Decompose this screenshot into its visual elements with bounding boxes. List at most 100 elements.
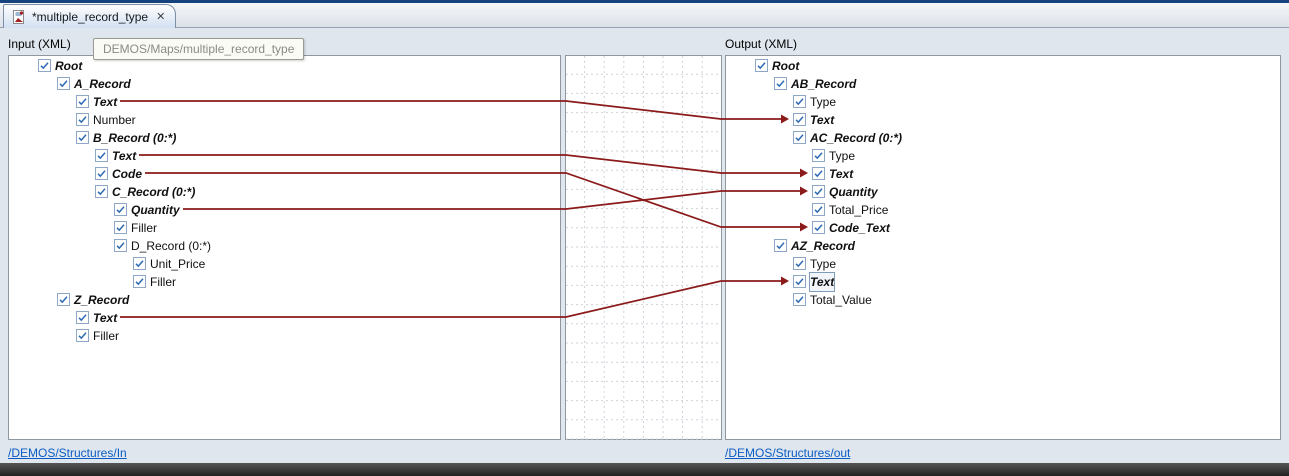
xml-node-icon xyxy=(114,203,127,216)
xml-node-icon xyxy=(38,59,51,72)
output-row-text[interactable]: Text xyxy=(726,111,1280,129)
output-panel-label: Output (XML) xyxy=(725,37,798,51)
output-node-label[interactable]: Text xyxy=(829,167,854,181)
output-node-label[interactable]: Type xyxy=(829,149,856,163)
xml-node-icon xyxy=(76,113,89,126)
status-bar xyxy=(0,463,1289,476)
xml-node-icon xyxy=(133,257,146,270)
output-row-root[interactable]: Root xyxy=(726,57,1280,75)
tab-title: *multiple_record_type xyxy=(32,9,149,24)
xml-node-icon xyxy=(76,131,89,144)
output-row-ac-record-0-[interactable]: AC_Record (0:*) xyxy=(726,129,1280,147)
input-node-label[interactable]: Text xyxy=(112,149,137,163)
map-path-tooltip: DEMOS/Maps/multiple_record_type xyxy=(93,38,305,60)
input-node-label[interactable]: Quantity xyxy=(131,203,180,217)
input-row-filler[interactable]: Filler xyxy=(9,219,560,237)
input-panel-label: Input (XML) xyxy=(8,37,71,51)
input-node-label[interactable]: Code xyxy=(112,167,142,181)
output-row-type[interactable]: Type xyxy=(726,147,1280,165)
output-node-label[interactable]: Quantity xyxy=(829,185,878,199)
xml-node-icon xyxy=(793,95,806,108)
input-node-label[interactable]: Text xyxy=(93,95,118,109)
xml-node-icon xyxy=(114,221,127,234)
mapping-grid-area xyxy=(565,55,722,440)
xml-node-icon xyxy=(95,185,108,198)
output-row-type[interactable]: Type xyxy=(726,93,1280,111)
output-node-label[interactable]: AZ_Record xyxy=(791,239,856,253)
output-node-label[interactable]: AC_Record (0:*) xyxy=(810,131,903,145)
input-structure-link[interactable]: /DEMOS/Structures/In xyxy=(8,446,127,460)
xml-node-icon xyxy=(812,203,825,216)
output-row-code-text[interactable]: Code_Text xyxy=(726,219,1280,237)
output-row-quantity[interactable]: Quantity xyxy=(726,183,1280,201)
xml-node-icon xyxy=(76,311,89,324)
output-row-total-price[interactable]: Total_Price xyxy=(726,201,1280,219)
input-node-label[interactable]: Number xyxy=(93,113,136,127)
xml-node-icon xyxy=(774,239,787,252)
xml-node-icon xyxy=(812,221,825,234)
xml-node-icon xyxy=(57,77,70,90)
input-row-unit-price[interactable]: Unit_Price xyxy=(9,255,560,273)
input-row-c-record-0-[interactable]: C_Record (0:*) xyxy=(9,183,560,201)
input-node-label[interactable]: A_Record xyxy=(74,77,131,91)
xml-node-icon xyxy=(812,167,825,180)
output-node-label[interactable]: Code_Text xyxy=(829,221,890,235)
output-node-label[interactable]: Text xyxy=(810,113,835,127)
xml-node-icon xyxy=(812,149,825,162)
output-node-label[interactable]: Root xyxy=(772,59,800,73)
input-row-code[interactable]: Code xyxy=(9,165,560,183)
input-row-quantity[interactable]: Quantity xyxy=(9,201,560,219)
input-node-label[interactable]: Filler xyxy=(93,329,119,343)
xml-node-icon xyxy=(76,329,89,342)
xml-node-icon xyxy=(793,293,806,306)
input-node-label[interactable]: Filler xyxy=(131,221,157,235)
input-node-label[interactable]: Filler xyxy=(150,275,176,289)
input-row-filler[interactable]: Filler xyxy=(9,327,560,345)
output-node-label[interactable]: AB_Record xyxy=(791,77,857,91)
input-row-a-record[interactable]: A_Record xyxy=(9,75,560,93)
input-row-text[interactable]: Text xyxy=(9,309,560,327)
output-node-label[interactable]: Total_Value xyxy=(810,293,872,307)
xml-node-icon xyxy=(793,131,806,144)
output-row-text[interactable]: Text xyxy=(726,272,1280,292)
output-row-total-value[interactable]: Total_Value xyxy=(726,291,1280,309)
xml-node-icon xyxy=(133,275,146,288)
output-row-az-record[interactable]: AZ_Record xyxy=(726,237,1280,255)
input-row-root[interactable]: Root xyxy=(9,57,560,75)
input-node-label[interactable]: Unit_Price xyxy=(150,257,206,271)
input-node-label[interactable]: B_Record (0:*) xyxy=(93,131,177,145)
xml-node-icon xyxy=(812,185,825,198)
output-node-label[interactable]: Text xyxy=(808,272,836,292)
output-structure-link[interactable]: /DEMOS/Structures/out xyxy=(725,446,851,460)
xml-node-icon xyxy=(755,59,768,72)
output-node-label[interactable]: Type xyxy=(810,257,837,271)
window-top-border xyxy=(0,0,1289,3)
input-row-d-record-0-[interactable]: D_Record (0:*) xyxy=(9,237,560,255)
output-node-label[interactable]: Total_Price xyxy=(829,203,889,217)
input-row-z-record[interactable]: Z_Record xyxy=(9,291,560,309)
map-file-icon xyxy=(11,9,27,25)
input-row-filler[interactable]: Filler xyxy=(9,273,560,291)
input-node-label[interactable]: C_Record (0:*) xyxy=(112,185,196,199)
xml-node-icon xyxy=(114,239,127,252)
input-row-b-record-0-[interactable]: B_Record (0:*) xyxy=(9,129,560,147)
input-row-number[interactable]: Number xyxy=(9,111,560,129)
input-row-text[interactable]: Text xyxy=(9,147,560,165)
xml-node-icon xyxy=(774,77,787,90)
input-node-label[interactable]: Z_Record xyxy=(74,293,130,307)
input-node-label[interactable]: D_Record (0:*) xyxy=(131,239,212,253)
input-row-text[interactable]: Text xyxy=(9,93,560,111)
output-row-type[interactable]: Type xyxy=(726,255,1280,273)
xml-node-icon xyxy=(57,293,70,306)
tab-multiple-record-type[interactable]: *multiple_record_type ✕ xyxy=(3,4,177,28)
output-node-label[interactable]: Type xyxy=(810,95,837,109)
input-node-label[interactable]: Root xyxy=(55,59,83,73)
output-row-ab-record[interactable]: AB_Record xyxy=(726,75,1280,93)
xml-node-icon xyxy=(793,113,806,126)
output-row-text[interactable]: Text xyxy=(726,165,1280,183)
input-node-label[interactable]: Text xyxy=(93,311,118,325)
tab-close-icon[interactable]: ✕ xyxy=(156,11,166,23)
